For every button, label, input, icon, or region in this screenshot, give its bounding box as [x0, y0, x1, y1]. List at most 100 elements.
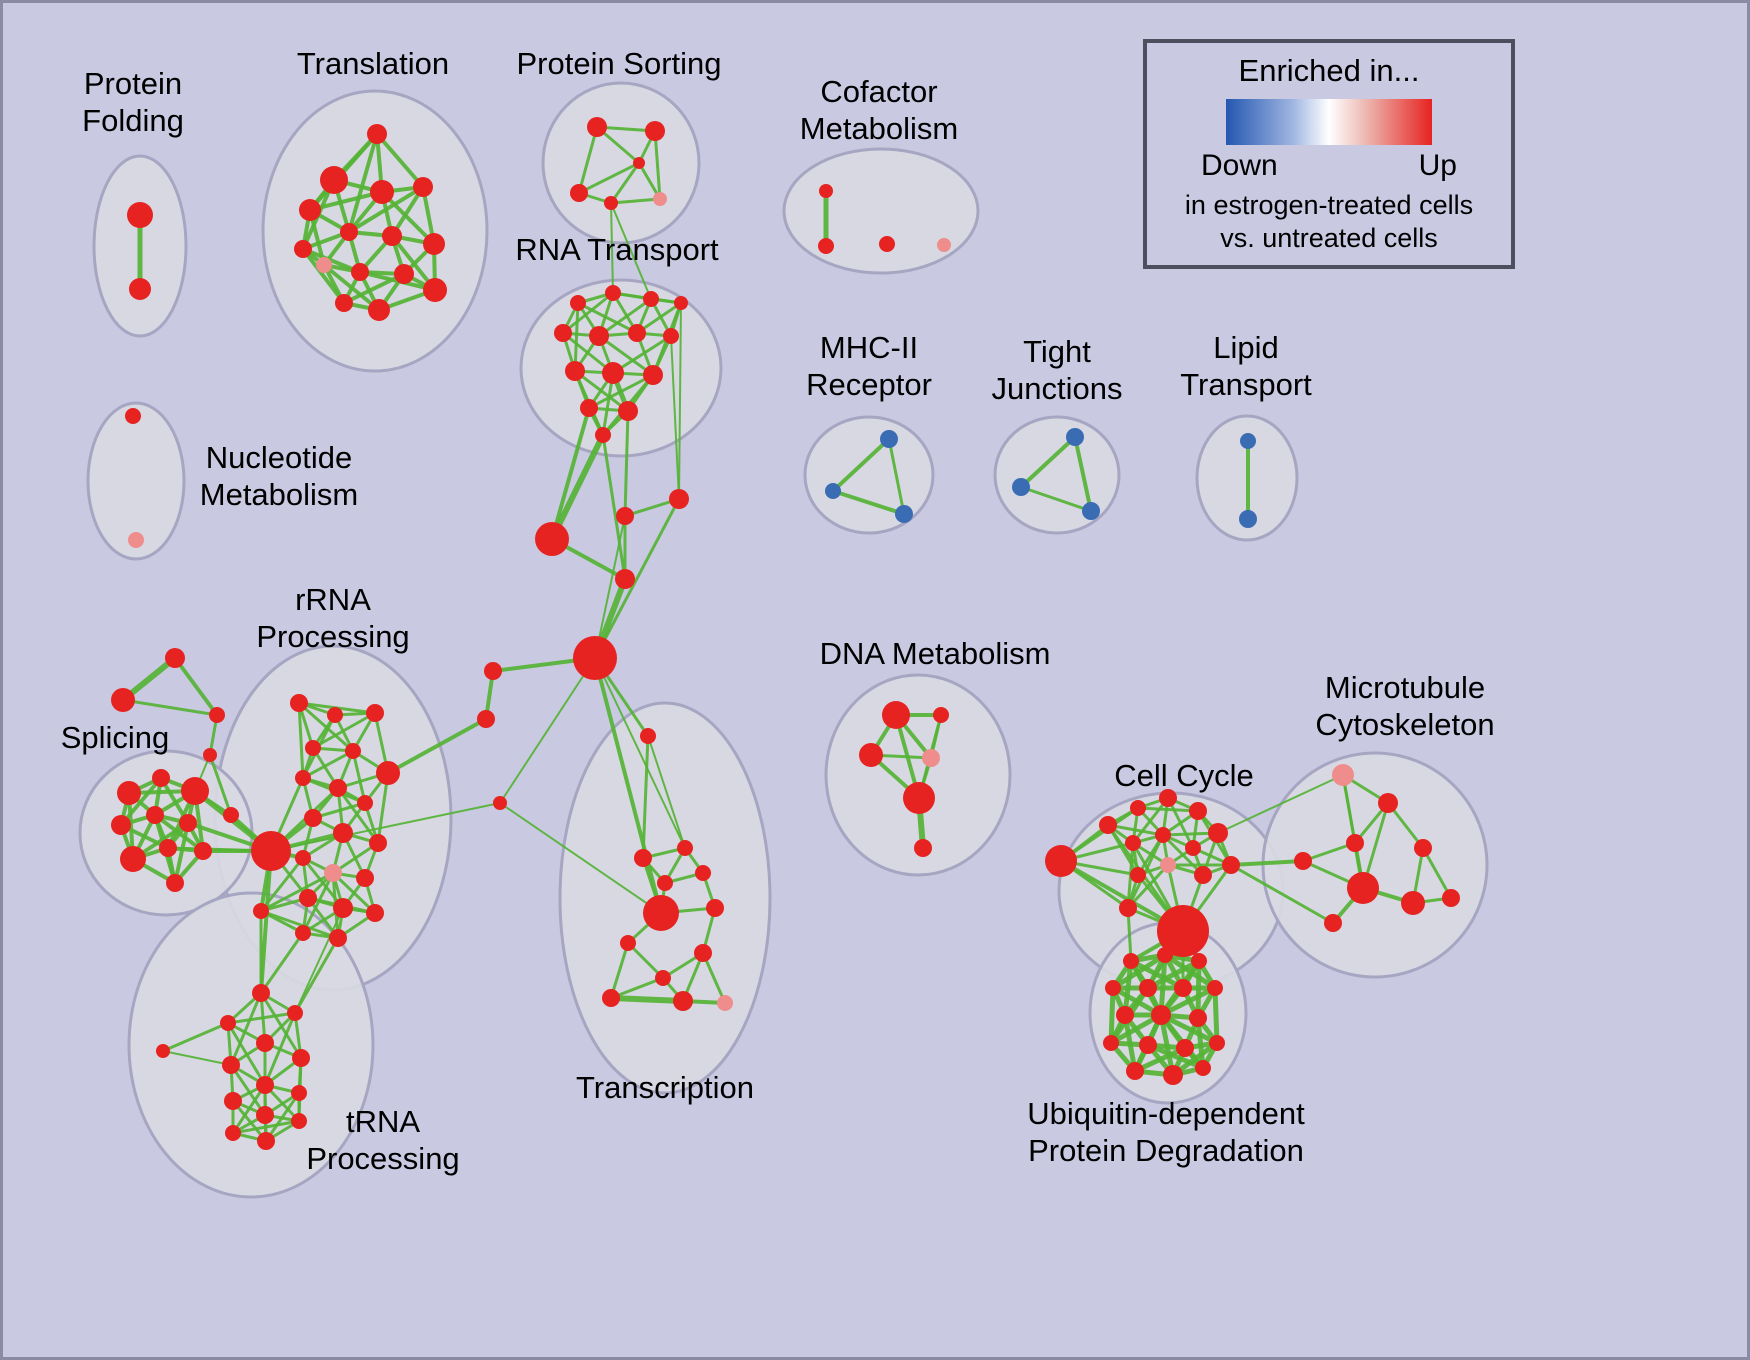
network-node — [252, 984, 270, 1002]
network-edge — [1122, 1012, 1138, 1074]
network-node — [595, 427, 611, 443]
network-node — [895, 505, 913, 523]
network-edge — [577, 125, 599, 195]
network-node — [570, 184, 588, 202]
network-node — [880, 430, 898, 448]
network-node — [554, 324, 572, 342]
network-edge — [259, 871, 335, 913]
network-node — [580, 399, 598, 417]
network-node — [224, 1092, 242, 1110]
network-node — [1324, 914, 1342, 932]
network-node — [819, 184, 833, 198]
network-edge — [259, 856, 305, 913]
network-node — [1191, 953, 1207, 969]
network-node — [222, 1056, 240, 1074]
cluster-label-translation: Translation — [296, 46, 450, 81]
network-node — [655, 970, 671, 986]
network-node — [251, 831, 291, 871]
network-node — [127, 202, 153, 228]
network-node — [933, 707, 949, 723]
network-node — [669, 489, 689, 509]
network-node — [382, 226, 402, 246]
network-node — [366, 904, 384, 922]
network-node — [653, 192, 667, 206]
network-node — [535, 522, 569, 556]
network-edge — [577, 161, 641, 195]
network-edge — [161, 1021, 230, 1053]
network-node — [1195, 1060, 1211, 1076]
network-node — [587, 117, 607, 137]
network-node — [663, 328, 679, 344]
network-edge — [1108, 985, 1116, 1046]
network-node — [477, 710, 495, 728]
network-edge — [1132, 1045, 1188, 1074]
network-node — [643, 895, 679, 931]
network-node — [605, 285, 621, 301]
network-node — [394, 264, 414, 284]
network-node — [602, 362, 624, 384]
network-node — [1130, 867, 1146, 883]
network-edge — [297, 701, 305, 780]
network-node — [299, 199, 321, 221]
network-node — [225, 1125, 241, 1141]
network-node — [294, 240, 312, 258]
network-node — [1119, 899, 1137, 917]
cluster-label-rrna-processing: rRNA Processing — [256, 582, 410, 654]
network-edge — [670, 335, 680, 500]
network-edge — [259, 909, 340, 940]
network-node — [493, 796, 507, 810]
network-edge — [1229, 863, 1335, 925]
network-node — [1189, 1009, 1207, 1027]
network-node — [324, 864, 342, 882]
network-edge — [609, 197, 662, 205]
network-node — [645, 121, 665, 141]
network-node — [327, 707, 343, 723]
network-node — [367, 124, 387, 144]
legend-subtitle-line1: in estrogen-treated cells — [1184, 190, 1474, 220]
network-node — [1239, 510, 1257, 528]
network-edge — [608, 995, 686, 1004]
network-node — [209, 707, 225, 723]
network-node — [604, 196, 618, 210]
network-edge — [1301, 841, 1357, 863]
cluster-label-rna-transport: RNA Transport — [515, 232, 719, 267]
network-node — [295, 770, 311, 786]
network-node — [1130, 800, 1146, 816]
network-edge — [887, 437, 906, 516]
network-edge — [549, 432, 606, 542]
network-node — [1209, 1035, 1225, 1051]
network-node — [1160, 857, 1176, 873]
network-node — [181, 777, 209, 805]
network-node — [565, 361, 585, 381]
network-node — [1401, 891, 1425, 915]
network-node — [335, 294, 353, 312]
network-node — [1012, 478, 1030, 496]
network-node — [615, 569, 635, 589]
network-node — [316, 257, 332, 273]
network-node — [370, 180, 394, 204]
cluster-label-ubiquitin-dependent-protein-degradation: Ubiquitin-dependent Protein Degradation — [1027, 1096, 1305, 1168]
network-node — [125, 408, 141, 424]
network-node — [484, 662, 502, 680]
legend-gradient-bar — [1226, 99, 1432, 145]
network-node — [333, 823, 353, 843]
cluster-label-dna-metabolism: DNA Metabolism — [819, 636, 1051, 671]
network-edge — [573, 301, 580, 373]
network-node — [295, 850, 311, 866]
network-node — [117, 781, 141, 805]
network-node — [166, 874, 184, 892]
network-node — [1157, 947, 1173, 963]
network-edge — [610, 202, 614, 294]
network-edge — [231, 1083, 267, 1135]
network-node — [673, 991, 693, 1011]
network-node — [329, 779, 347, 797]
network-node — [369, 834, 387, 852]
network-node — [1347, 872, 1379, 904]
network-edge — [336, 786, 380, 845]
cluster-ellipse-nucleotide-metabolism — [86, 401, 186, 561]
network-edge — [1126, 863, 1170, 910]
network-node — [1332, 764, 1354, 786]
network-edge — [641, 734, 650, 860]
network-node — [1163, 1065, 1183, 1085]
